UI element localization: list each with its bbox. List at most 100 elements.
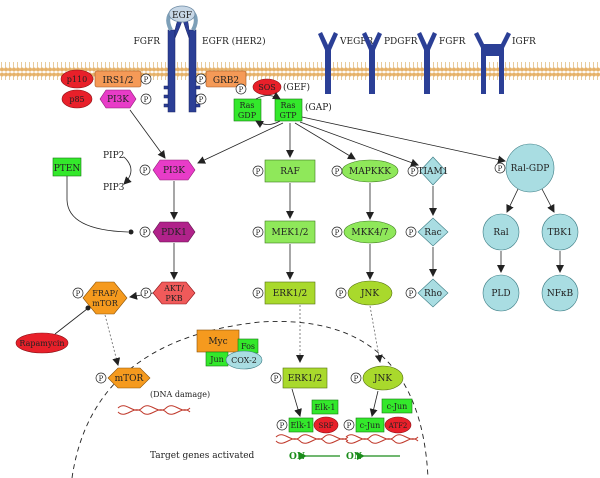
- ras-cycle-bottom-arrow: [255, 120, 281, 128]
- rac-label: Rac: [424, 228, 441, 238]
- ral-gdp-protein: [505, 143, 555, 193]
- srf-label: SRF: [319, 422, 334, 430]
- elk1-bound-label: Elk-1: [291, 421, 312, 430]
- phospho-label: P: [239, 86, 244, 94]
- igfr-label: IGFR: [512, 37, 536, 47]
- srf-protein: [313, 416, 339, 434]
- frap-label-line2: mTOR: [92, 299, 118, 308]
- nfkb-label: NFκB: [547, 289, 574, 299]
- vegfr-label: VEGFR: [339, 37, 374, 47]
- p110-label: p110: [67, 75, 87, 84]
- phospho-label: P: [99, 375, 104, 383]
- raf-protein: [264, 159, 316, 183]
- fos-label: Fos: [241, 342, 255, 351]
- pip2-label: PIP2: [103, 151, 124, 161]
- dna-strand-right: [345, 434, 419, 444]
- atf2-protein: [384, 416, 412, 434]
- cox2-label: COX-2: [231, 356, 257, 365]
- phospho-marker-mek: P: [252, 226, 264, 238]
- gef-label: (GEF): [283, 82, 310, 93]
- on-label-right: ON: [346, 452, 362, 462]
- gap-label: (GAP): [305, 102, 332, 113]
- phospho-label: P: [335, 168, 340, 176]
- phospho-label: P: [354, 375, 359, 383]
- phospho-marker-mkk: P: [331, 226, 343, 238]
- frap-label-line1: FRAP/: [92, 289, 118, 298]
- erk-nuclear-protein: [282, 367, 328, 389]
- phospho-marker-erk-nuclear: P: [270, 372, 282, 384]
- irs-label: IRS1/2: [103, 76, 134, 86]
- myc-label: Myc: [208, 337, 227, 347]
- jun-label: Jun: [209, 355, 224, 364]
- ras-gdp-label-line1: Ras: [239, 101, 254, 110]
- rapamycin-inhibition-end: [85, 305, 91, 311]
- mek-label: MEK1/2: [272, 228, 309, 238]
- phospho-label: P: [143, 229, 148, 237]
- jnk-nuclear-label: JNK: [373, 374, 392, 384]
- phospho-marker-frap: P: [72, 287, 84, 299]
- phospho-marker-cjun: P: [343, 419, 355, 431]
- phospho-marker-rac: P: [405, 226, 417, 238]
- phospho-label: P: [409, 290, 414, 298]
- rapamycin-label: Rapamycin: [19, 339, 64, 348]
- phospho-marker-raf: P: [252, 165, 264, 177]
- tiam1-protein: [419, 156, 447, 186]
- tbk1-protein: [541, 213, 579, 251]
- phospho-marker-pi3k-membrane: P: [140, 93, 152, 105]
- ral-gdp-label: Ral-GDP: [511, 164, 550, 174]
- cox2-protein: [225, 350, 263, 370]
- ras-gtp-protein: [274, 98, 303, 122]
- mkk-protein: [343, 220, 397, 244]
- akt-label-line1: AKT/: [163, 284, 184, 293]
- pld-protein: [482, 274, 520, 312]
- phospho-marker-irs: P: [140, 73, 152, 85]
- fgfr-right-label: FGFR: [439, 37, 466, 47]
- rac-protein: [417, 217, 449, 247]
- elk1-bound-protein: [288, 417, 314, 433]
- erk-protein: [264, 281, 316, 305]
- pip3-label: PIP3: [103, 183, 125, 193]
- pdk1-label: PDK1: [161, 228, 187, 238]
- phospho-label: P: [144, 290, 149, 298]
- erk-nuclear-label: ERK1/2: [288, 374, 323, 384]
- mek-protein: [264, 220, 316, 244]
- dna-strand-left: [117, 405, 191, 415]
- sos-protein: [252, 78, 282, 96]
- pdgfr-label: PDGFR: [384, 37, 418, 47]
- phospho-label: P: [347, 422, 352, 430]
- pi3k-membrane-label: PI3K: [107, 95, 129, 105]
- phospho-marker-jnk-nuclear: P: [350, 372, 362, 384]
- phospho-label: P: [256, 229, 261, 237]
- pi3k-protein: [152, 159, 196, 181]
- igfr-receptor: [474, 32, 511, 94]
- cjun-bound-protein: [355, 417, 385, 433]
- rho-protein: [417, 278, 449, 308]
- ras-cycle-top-arrow: [255, 92, 281, 100]
- pten-label: PTEN: [54, 164, 81, 174]
- atf2-label: ATF2: [388, 422, 408, 430]
- rapamycin-inhibition-line: [54, 308, 88, 335]
- egf-label: EGF: [172, 11, 192, 21]
- phospho-marker-mtor-nuclear: P: [95, 372, 107, 384]
- phospho-label: P: [144, 96, 149, 104]
- pdgfr-receptor: [362, 32, 382, 94]
- phospho-label: P: [144, 76, 149, 84]
- pdk1-protein: [152, 221, 196, 243]
- phospho-label: P: [335, 229, 340, 237]
- grb2-label: GRB2: [213, 76, 239, 86]
- ras-gtp-label-line2: GTP: [279, 111, 297, 120]
- mtor-label: mTOR: [115, 374, 144, 384]
- dna-strand-middle: [275, 434, 349, 444]
- phospho-label: P: [498, 165, 503, 173]
- fgfr-right-receptor: [417, 32, 437, 94]
- phospho-label: P: [143, 167, 148, 175]
- mapkkk-label: MAPKKK: [349, 167, 391, 177]
- akt-label-line2: PKB: [165, 294, 182, 303]
- mkk-label: MKK4/7: [351, 228, 388, 238]
- phospho-label: P: [199, 96, 204, 104]
- fgfr-left-label: FGFR: [134, 37, 161, 47]
- phospho-marker-pi3k: P: [139, 164, 151, 176]
- phospho-label: P: [280, 422, 285, 430]
- phospho-label: P: [411, 168, 416, 176]
